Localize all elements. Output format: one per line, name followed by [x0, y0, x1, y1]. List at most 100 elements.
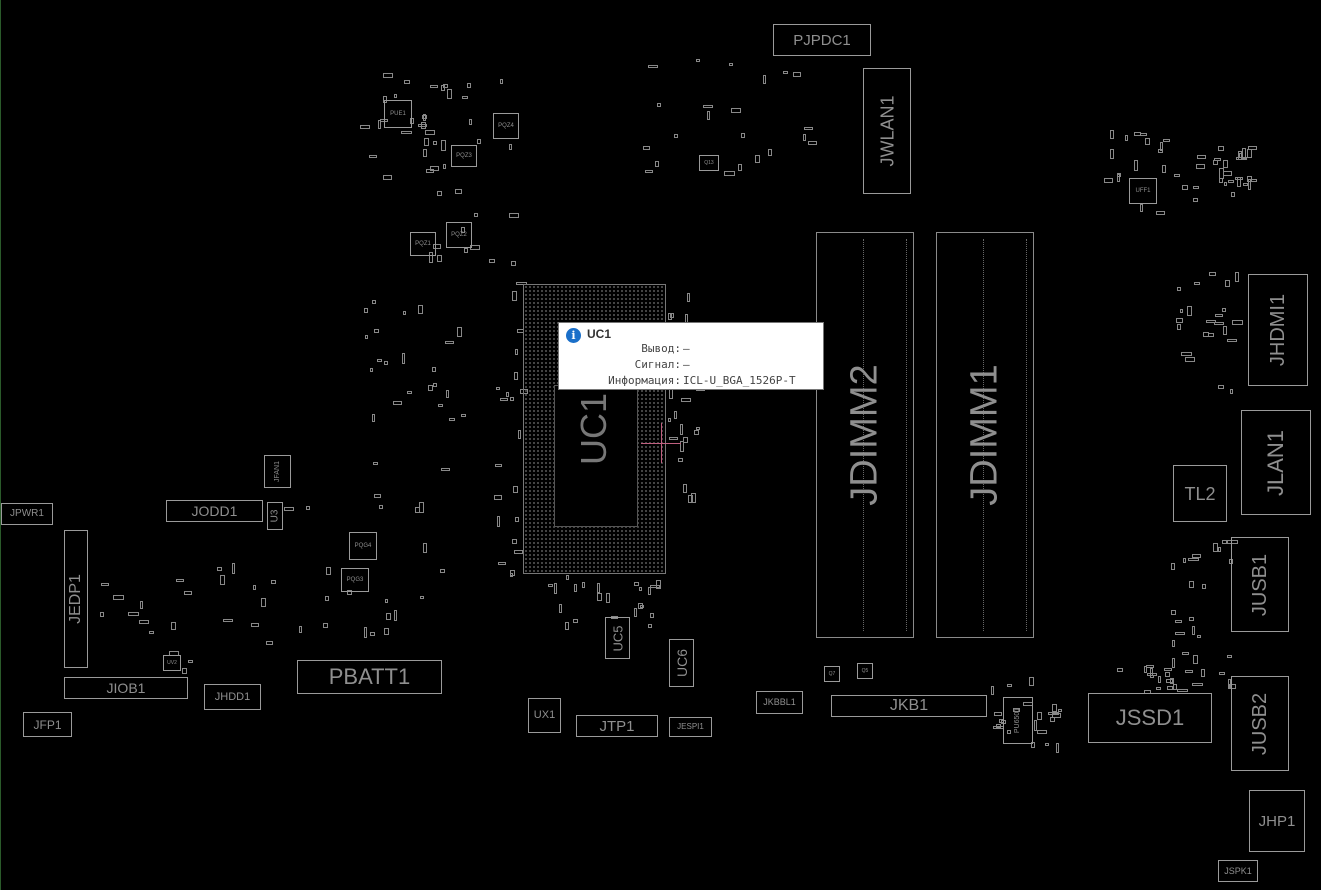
- component-jtp1[interactable]: JTP1: [576, 715, 658, 737]
- component-jusb2[interactable]: JUSB2: [1231, 676, 1289, 771]
- passive-part: [369, 155, 378, 158]
- passive-part: [437, 255, 443, 263]
- component-pqg3[interactable]: PQG3: [341, 568, 369, 592]
- component-jdimm1[interactable]: JDIMM1: [936, 232, 1034, 638]
- component-jespi1[interactable]: JESPI1: [669, 717, 712, 737]
- component-jkbbl1[interactable]: JKBBL1: [756, 691, 803, 714]
- component-pu6501[interactable]: PU6501: [1003, 697, 1033, 744]
- passive-part: [673, 410, 677, 419]
- component-jhdd1[interactable]: JHDD1: [204, 684, 261, 710]
- component-u3[interactable]: U3: [267, 502, 283, 530]
- component-label: JDIMM2: [844, 364, 887, 506]
- passive-part: [383, 175, 392, 181]
- passive-part: [995, 723, 1001, 728]
- passive-part: [305, 506, 310, 511]
- passive-part: [1173, 684, 1178, 691]
- component-jhp1[interactable]: JHP1: [1249, 790, 1305, 852]
- passive-part: [430, 84, 439, 88]
- component-jpwr1[interactable]: JPWR1: [1, 503, 53, 525]
- passive-part: [513, 550, 523, 555]
- passive-part: [1006, 683, 1012, 687]
- component-tl2[interactable]: TL2: [1173, 465, 1227, 522]
- passive-part: [171, 622, 177, 631]
- component-pqz1[interactable]: PQZ1: [410, 232, 436, 256]
- passive-part: [596, 593, 602, 602]
- component-jodd1[interactable]: JODD1: [166, 500, 263, 522]
- passive-part: [1156, 211, 1166, 216]
- passive-part: [808, 141, 818, 146]
- component-jusb1[interactable]: JUSB1: [1231, 537, 1289, 632]
- passive-part: [325, 595, 330, 601]
- component-label: Q13: [704, 159, 714, 166]
- passive-part: [439, 569, 445, 574]
- component-q7[interactable]: Q7: [824, 666, 840, 682]
- component-pqz2[interactable]: PQZ2: [446, 222, 472, 248]
- passive-part: [1045, 743, 1050, 747]
- passive-part: [427, 384, 433, 391]
- component-uff1[interactable]: UFF1: [1129, 178, 1157, 204]
- component-pqz4[interactable]: PQZ4: [493, 113, 519, 139]
- passive-part: [1171, 609, 1177, 615]
- passive-part: [372, 462, 378, 466]
- component-jedp1[interactable]: JEDP1: [64, 530, 88, 668]
- component-jlan1[interactable]: JLAN1: [1241, 410, 1311, 515]
- passive-part: [573, 584, 577, 593]
- passive-part: [488, 259, 495, 264]
- component-uc5[interactable]: UC5: [605, 617, 630, 659]
- passive-part: [1193, 197, 1199, 202]
- passive-part: [100, 583, 109, 587]
- component-jiob1[interactable]: JIOB1: [64, 677, 188, 699]
- component-label: PBATT1: [328, 664, 411, 689]
- component-uv2[interactable]: UV2: [163, 655, 181, 671]
- passive-part: [418, 305, 424, 315]
- component-label: UC6: [673, 648, 690, 678]
- passive-part: [139, 619, 150, 624]
- passive-part: [510, 397, 515, 402]
- passive-part: [406, 391, 412, 395]
- passive-part: [581, 582, 585, 589]
- passive-part: [392, 400, 402, 405]
- passive-part: [731, 108, 742, 114]
- passive-part: [667, 418, 671, 423]
- passive-part: [1117, 668, 1124, 673]
- passive-part: [1162, 138, 1170, 142]
- passive-part: [723, 171, 735, 177]
- component-label: JESPI1: [677, 722, 704, 731]
- passive-part: [1223, 170, 1233, 176]
- component-jkb1[interactable]: JKB1: [831, 695, 987, 717]
- component-q5[interactable]: Q5: [857, 663, 873, 679]
- component-jssd1[interactable]: JSSD1: [1088, 693, 1212, 743]
- component-label: JUSB2: [1249, 692, 1271, 755]
- passive-part: [656, 103, 661, 108]
- component-pqz3[interactable]: PQZ3: [451, 145, 477, 167]
- component-pjpdc1[interactable]: PJPDC1: [773, 24, 871, 56]
- component-jfp1[interactable]: JFP1: [23, 712, 72, 737]
- tooltip-key: Вывод:: [641, 342, 681, 355]
- component-jhdmi1[interactable]: JHDMI1: [1248, 274, 1308, 386]
- component-jwlan1[interactable]: JWLAN1: [863, 68, 911, 194]
- passive-part: [640, 604, 645, 608]
- passive-part: [648, 624, 653, 629]
- component-pqg4[interactable]: PQG4: [349, 532, 377, 560]
- passive-part: [1195, 164, 1205, 170]
- passive-part: [1166, 686, 1173, 691]
- passive-part: [792, 72, 801, 78]
- component-jfan1[interactable]: JFAN1: [264, 455, 291, 488]
- component-ux1[interactable]: UX1: [528, 698, 561, 733]
- passive-part: [423, 148, 428, 157]
- passive-part: [1175, 632, 1186, 636]
- component-uc6[interactable]: UC6: [669, 639, 694, 687]
- passive-part: [1157, 149, 1163, 154]
- component-q13[interactable]: Q13: [699, 155, 719, 171]
- passive-part: [473, 213, 478, 218]
- passive-part: [1239, 152, 1243, 158]
- passive-part: [1187, 306, 1193, 317]
- passive-part: [1197, 154, 1207, 159]
- component-pue1[interactable]: PUE1: [384, 100, 412, 128]
- passive-part: [991, 686, 995, 696]
- passive-part: [448, 418, 455, 422]
- component-jspk1[interactable]: JSPK1: [1218, 860, 1258, 882]
- component-jdimm2[interactable]: JDIMM2: [816, 232, 914, 638]
- component-pbatt1[interactable]: PBATT1: [297, 660, 442, 694]
